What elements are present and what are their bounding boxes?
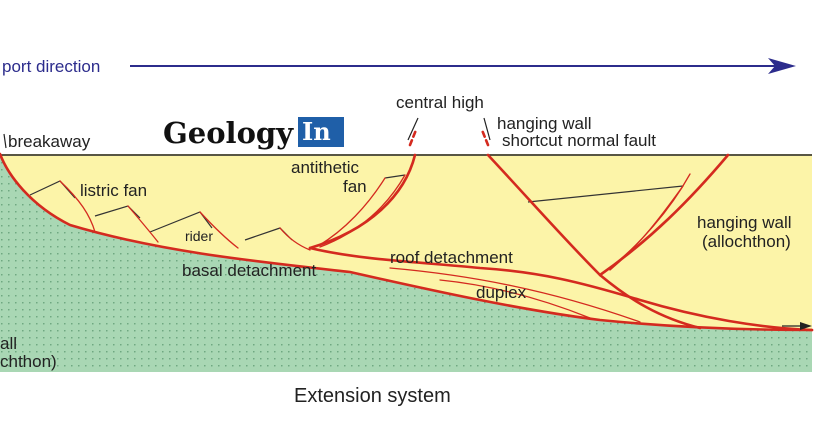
label-footwall-left-line2: chthon) [0, 352, 57, 371]
logo-text: Geology [163, 116, 294, 150]
label-hanging-wall-fault-line1: hanging wall [497, 114, 592, 133]
fault-tick-marks [3, 117, 491, 149]
label-basal-detachment: basal detachment [182, 261, 316, 280]
label-hanging-wall-right-line2: (allochthon) [702, 232, 791, 251]
label-central-high: central high [396, 93, 484, 112]
transport-direction-label: port direction [2, 57, 100, 76]
listric-fan-faults [59, 173, 691, 323]
logo-box-text: In [302, 117, 331, 146]
label-listric-fan: listric fan [80, 181, 147, 200]
label-breakaway: breakaway [8, 132, 91, 151]
label-duplex: duplex [476, 283, 527, 302]
label-antithetic-line2: fan [343, 177, 367, 196]
logo-box [298, 117, 344, 147]
hanging-wall-block [0, 154, 812, 330]
geologyin-logo: Geology In [163, 116, 344, 150]
label-roof-detachment: roof detachment [390, 248, 513, 267]
label-hanging-wall-right-line1: hanging wall [697, 213, 792, 232]
slip-arrow [782, 322, 812, 330]
major-faults [0, 128, 814, 332]
transport-arrow [130, 58, 796, 74]
footwall-block [0, 154, 812, 372]
label-antithetic-line1: antithetic [291, 158, 360, 177]
figure-caption: Extension system [294, 385, 451, 407]
label-rider: rider [185, 228, 213, 244]
label-footwall-left-line1: all [0, 334, 17, 353]
label-hanging-wall-fault-line2: shortcut normal fault [502, 131, 656, 150]
